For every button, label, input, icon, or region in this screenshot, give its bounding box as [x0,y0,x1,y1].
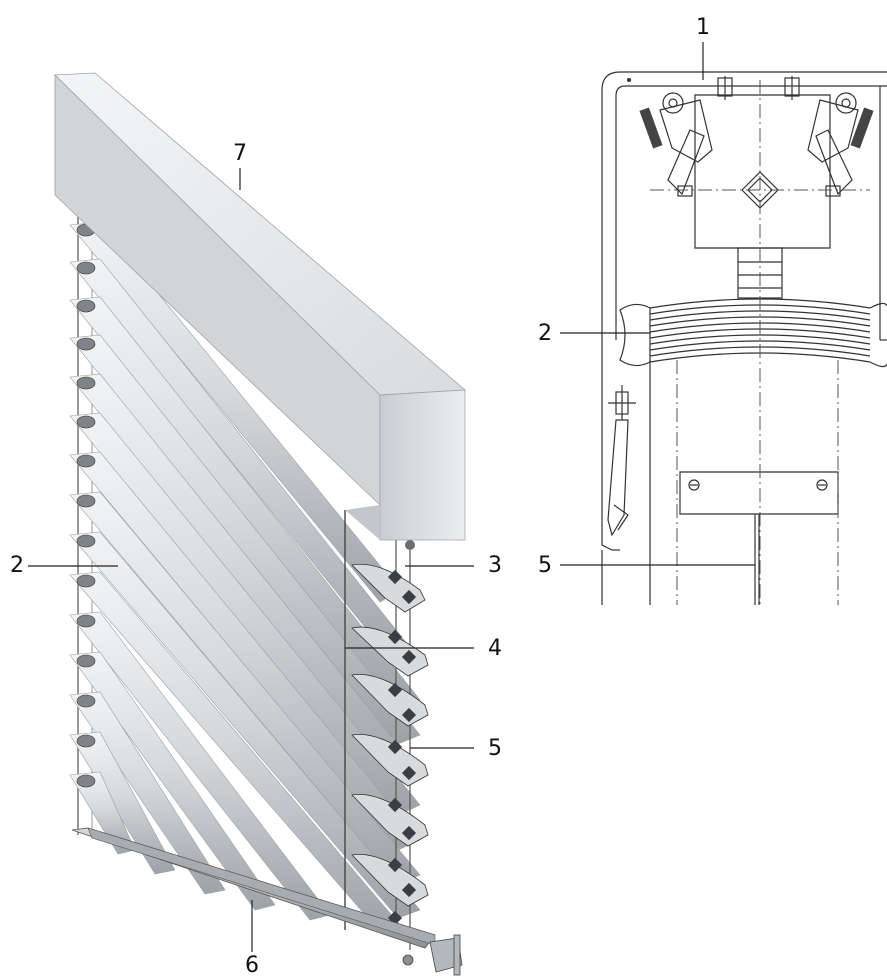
clip [76,654,96,668]
side-bracket [607,385,636,537]
callout-2-label: 2 [10,553,24,578]
slat [69,731,176,875]
right-hooks [387,569,417,926]
hook [401,765,417,781]
tilt-mechanism-right [807,92,874,197]
clip [76,534,96,548]
hook [401,707,417,723]
callout-7-label: 7 [233,141,247,166]
slat [69,491,421,885]
callout-4-label: 4 [488,636,502,661]
slat-stack [619,298,887,368]
clip [76,454,96,468]
hook [387,682,403,698]
callout-3-label: 3 [488,553,502,578]
carrier-plate [679,471,839,515]
clip [76,614,96,628]
clip [76,261,96,275]
clip [76,774,96,788]
bottom-rail [71,827,436,949]
slat [69,651,276,911]
housing-outline [601,71,887,551]
clip [76,494,96,508]
clip [76,376,96,390]
hook [401,589,417,605]
clip [76,299,96,313]
hook [401,649,417,665]
hook [387,857,403,873]
hook [387,739,403,755]
hook [401,825,417,841]
callout-2-section-label: 2 [538,321,552,346]
tilt-mechanism-left [639,92,713,197]
hook [401,882,417,898]
callout-5-label: 5 [488,736,502,761]
clip [76,574,96,588]
slat [69,691,226,895]
clip [76,337,96,351]
cover-box [54,72,467,550]
section-view: 1 2 5 [538,15,887,605]
cover-box-front [379,389,466,541]
callout-6-label: 6 [245,953,259,978]
gear-box [694,94,831,249]
hook [387,797,403,813]
callouts-perspective: 7 2 3 4 5 6 [10,141,502,978]
hook [387,569,403,585]
left-clips [76,223,96,788]
clip [76,734,96,748]
wall-bracket [402,934,463,976]
perspective-view: 7 2 3 4 5 6 [10,72,502,978]
clip [76,694,96,708]
callout-5-section-label: 5 [538,553,552,578]
clip [76,415,96,429]
callout-1-label: 1 [696,15,710,40]
slats [69,221,421,933]
callouts-section: 1 2 5 [538,15,755,578]
slat [69,531,421,919]
top-bolts [717,76,800,100]
hook [387,629,403,645]
